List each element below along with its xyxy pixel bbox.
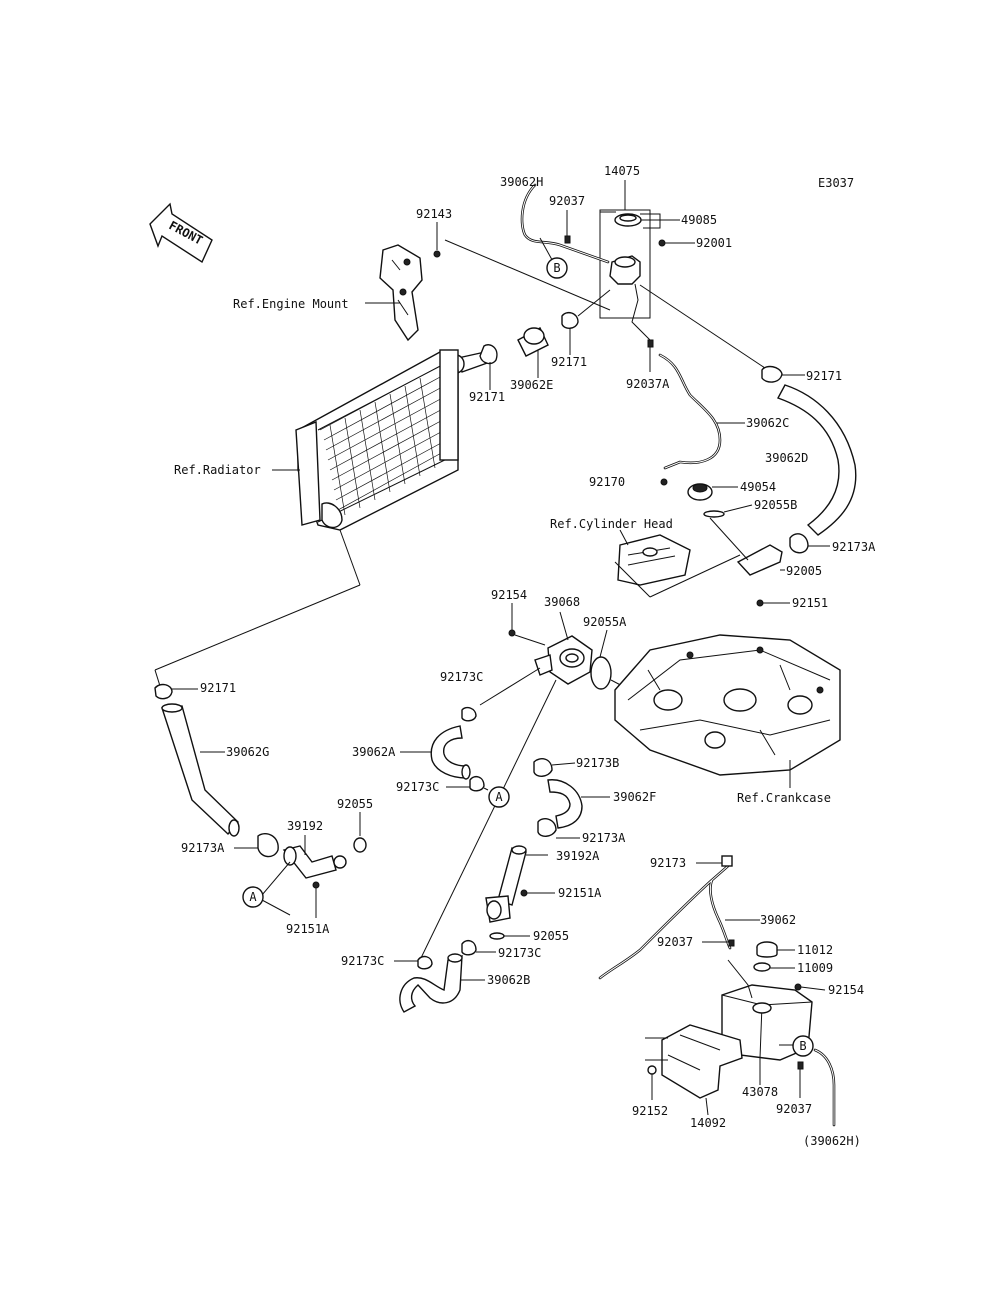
reservoir-group [598, 855, 836, 1127]
label-92001: 92001 [696, 236, 732, 250]
label-39192: 39192 [287, 819, 323, 833]
label-92173c-c: 92173C [498, 946, 541, 960]
callout-b-top-text: B [553, 261, 560, 275]
label-11012: 11012 [797, 943, 833, 957]
front-arrow-icon: FRONT [149, 202, 213, 264]
label-11009: 11009 [797, 961, 833, 975]
hose-39062b [394, 953, 485, 1013]
label-92037a: 92037A [626, 377, 670, 391]
label-39062h: 39062H [500, 175, 543, 189]
cylinder-head [614, 529, 741, 598]
label-14092: 14092 [690, 1116, 726, 1130]
label-39062g: 39062G [226, 745, 269, 759]
callout-b-bot-text: B [799, 1039, 806, 1053]
label-39062: 39062 [760, 913, 796, 927]
label-92055-left: 92055 [337, 797, 373, 811]
label-92152: 92152 [632, 1104, 668, 1118]
label-92171-c: 92171 [806, 369, 842, 383]
engine-mount [365, 222, 611, 342]
radiator [154, 349, 459, 687]
water-pump-39068 [419, 603, 631, 961]
label-ref-cylinder-head: Ref.Cylinder Head [550, 517, 673, 531]
hose-39062c [631, 283, 745, 486]
label-43078: 43078 [742, 1085, 778, 1099]
upper-hose-group [447, 289, 611, 390]
callout-a-mid: A [488, 786, 510, 808]
label-39062e: 39062E [510, 378, 553, 392]
hose-39062f [533, 758, 610, 839]
label-14075: 14075 [604, 164, 640, 178]
label-92037-mid: 92037 [657, 935, 693, 949]
label-39192a: 39192A [556, 849, 600, 863]
label-92173a-left: 92173A [181, 841, 225, 855]
label-92055b: 92055B [754, 498, 797, 512]
callout-a-left-text: A [249, 890, 257, 904]
pipe-39192a [461, 845, 555, 956]
label-92055-mid: 92055 [533, 929, 569, 943]
label-39062b: 39062B [487, 973, 530, 987]
pipe-39192 [261, 812, 367, 918]
label-92154-right: 92154 [828, 983, 864, 997]
label-92151a-left: 92151A [286, 922, 330, 936]
label-92173: 92173 [650, 856, 686, 870]
label-92143: 92143 [416, 207, 452, 221]
label-92173c-b: 92173C [396, 780, 439, 794]
thermostat-49054 [687, 483, 790, 607]
label-92173a-mid: 92173A [582, 831, 626, 845]
label-92170: 92170 [589, 475, 625, 489]
label-39062a: 39062A [352, 745, 396, 759]
label-39062h-paren: (39062H) [803, 1134, 861, 1148]
label-ref-radiator: Ref.Radiator [174, 463, 261, 477]
label-39068: 39068 [544, 595, 580, 609]
hose-39062a [400, 706, 489, 792]
crankcase [614, 634, 841, 788]
label-92173c-d: 92173C [341, 954, 384, 968]
label-92171-b: 92171 [551, 355, 587, 369]
label-92171-d: 92171 [200, 681, 236, 695]
thermostat-housing-group [599, 180, 695, 319]
label-39062d: 39062D [765, 451, 808, 465]
label-ref-engine-mount: Ref.Engine Mount [233, 297, 349, 311]
label-39062c: 39062C [746, 416, 789, 430]
label-ref-crankcase: Ref.Crankcase [737, 791, 831, 805]
label-92171-a: 92171 [469, 390, 505, 404]
label-92151a-mid: 92151A [558, 886, 602, 900]
callout-b-top: B [546, 257, 568, 279]
callout-a-left: A [242, 886, 264, 908]
diagram-code: E3037 [818, 176, 854, 190]
label-92173c-a: 92173C [440, 670, 483, 684]
label-92173a-top: 92173A [832, 540, 876, 554]
label-92154-top: 92154 [491, 588, 527, 602]
label-92173b: 92173B [576, 756, 619, 770]
callout-a-mid-text: A [495, 790, 503, 804]
label-39062f: 39062F [613, 790, 656, 804]
label-92037-top: 92037 [549, 194, 585, 208]
hose-39062g [154, 683, 279, 858]
label-92151: 92151 [792, 596, 828, 610]
label-92037-bot: 92037 [776, 1102, 812, 1116]
label-49085: 49085 [681, 213, 717, 227]
hose-39062d [639, 284, 857, 554]
label-92005: 92005 [786, 564, 822, 578]
label-92055a: 92055A [583, 615, 627, 629]
radiator-core [319, 365, 455, 516]
label-49054: 49054 [740, 480, 776, 494]
callout-b-bot: B [792, 1035, 814, 1057]
